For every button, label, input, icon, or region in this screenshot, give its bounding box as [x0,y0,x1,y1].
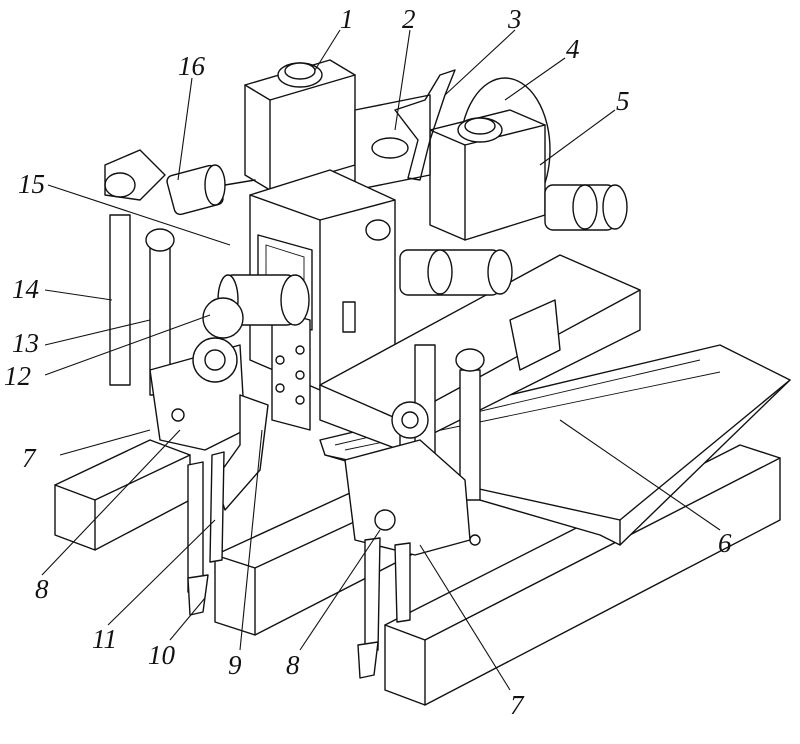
callout-2: 2 [402,4,416,34]
callout-9: 9 [228,650,242,680]
sleeper-right [384,444,781,706]
callout-4: 4 [566,34,580,64]
callout-7-right: 7 [510,690,525,720]
callout-labels: 1 2 3 4 5 6 7 7 8 8 9 10 11 12 13 14 15 … [4,4,732,720]
cylinder-left-upper [166,164,256,216]
tamping-assembly-right [344,299,561,679]
callout-3: 3 [507,4,522,34]
sleeper-left [54,439,191,551]
callout-5: 5 [616,86,630,116]
callout-13: 13 [12,328,39,358]
callout-10: 10 [148,640,176,670]
callout-15: 15 [18,169,45,199]
callout-1: 1 [340,4,354,34]
callout-7-left: 7 [22,443,37,473]
callout-12: 12 [4,361,31,391]
callout-8-right: 8 [286,650,300,680]
cylinder-right-upper [544,184,628,231]
callout-8-left: 8 [35,574,49,604]
callout-16: 16 [178,51,206,81]
tamping-assembly-left [104,149,269,616]
cylinder-right-lower [399,249,513,296]
callout-leaders [41,29,721,691]
callout-14: 14 [12,274,39,304]
callout-11: 11 [92,624,117,654]
callout-6: 6 [718,528,732,558]
